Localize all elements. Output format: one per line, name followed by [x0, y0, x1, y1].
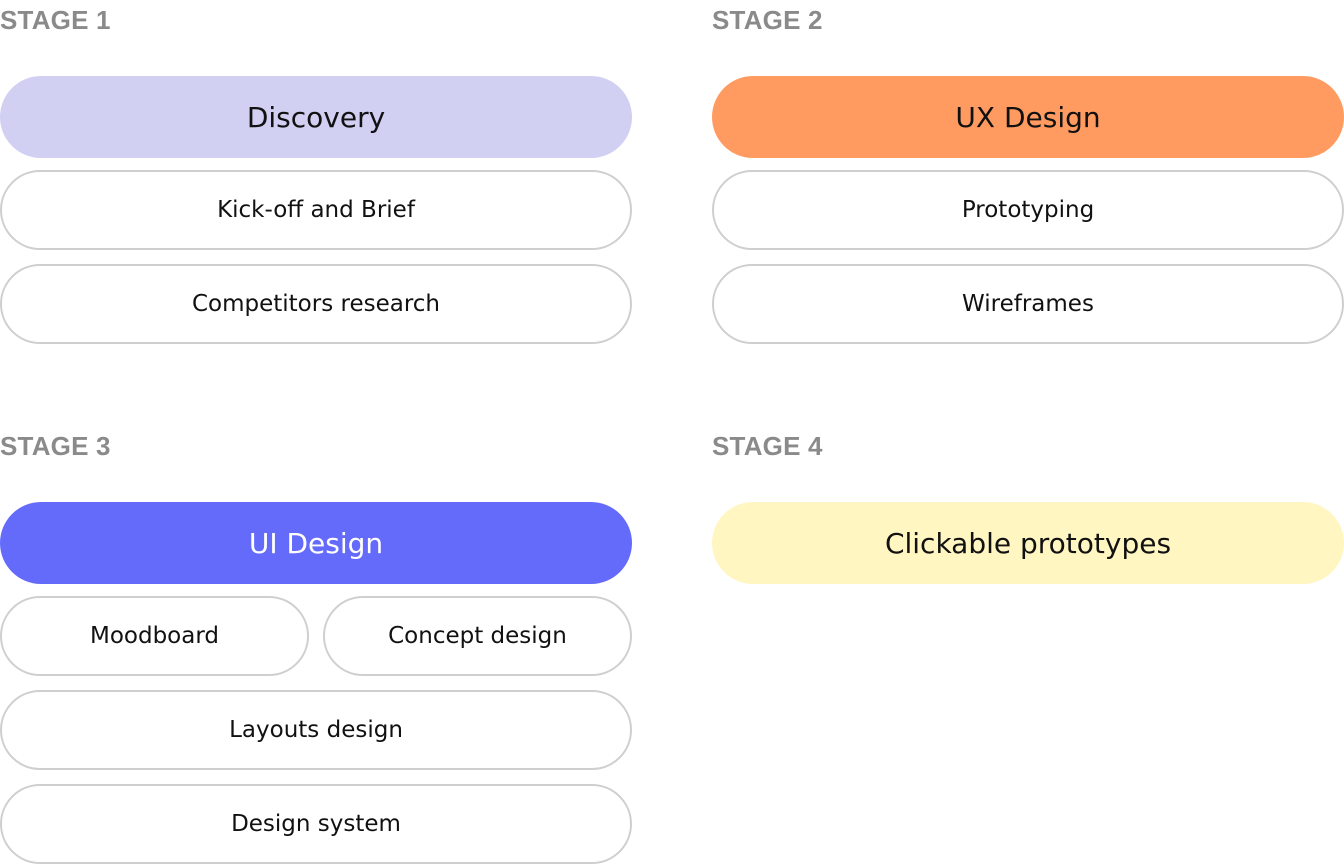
stage-1: STAGE 1 Discovery Kick-off and Brief Com…: [0, 0, 632, 344]
stage-3: STAGE 3 UI Design Moodboard Concept desi…: [0, 426, 632, 864]
stage-4: STAGE 4 Clickable prototypes: [712, 426, 1344, 584]
stage-3-title: STAGE 3: [0, 431, 111, 461]
step-wireframes: Wireframes: [712, 264, 1344, 344]
step-concept-design: Concept design: [323, 596, 632, 676]
stage-2: STAGE 2 UX Design Prototyping Wireframes: [712, 0, 1344, 344]
phase-clickable-prototypes: Clickable prototypes: [712, 502, 1344, 584]
step-row: Moodboard Concept design: [0, 596, 632, 676]
step-prototyping: Prototyping: [712, 170, 1344, 250]
step-design-system: Design system: [0, 784, 632, 864]
phase-ui-design: UI Design: [0, 502, 632, 584]
step-moodboard: Moodboard: [0, 596, 309, 676]
stage-4-title: STAGE 4: [712, 431, 823, 461]
step-competitors-research: Competitors research: [0, 264, 632, 344]
step-kick-off-and-brief: Kick-off and Brief: [0, 170, 632, 250]
step-layouts-design: Layouts design: [0, 690, 632, 770]
stage-2-title: STAGE 2: [712, 5, 823, 35]
stage-1-title: STAGE 1: [0, 5, 111, 35]
phase-discovery: Discovery: [0, 76, 632, 158]
phase-ux-design: UX Design: [712, 76, 1344, 158]
